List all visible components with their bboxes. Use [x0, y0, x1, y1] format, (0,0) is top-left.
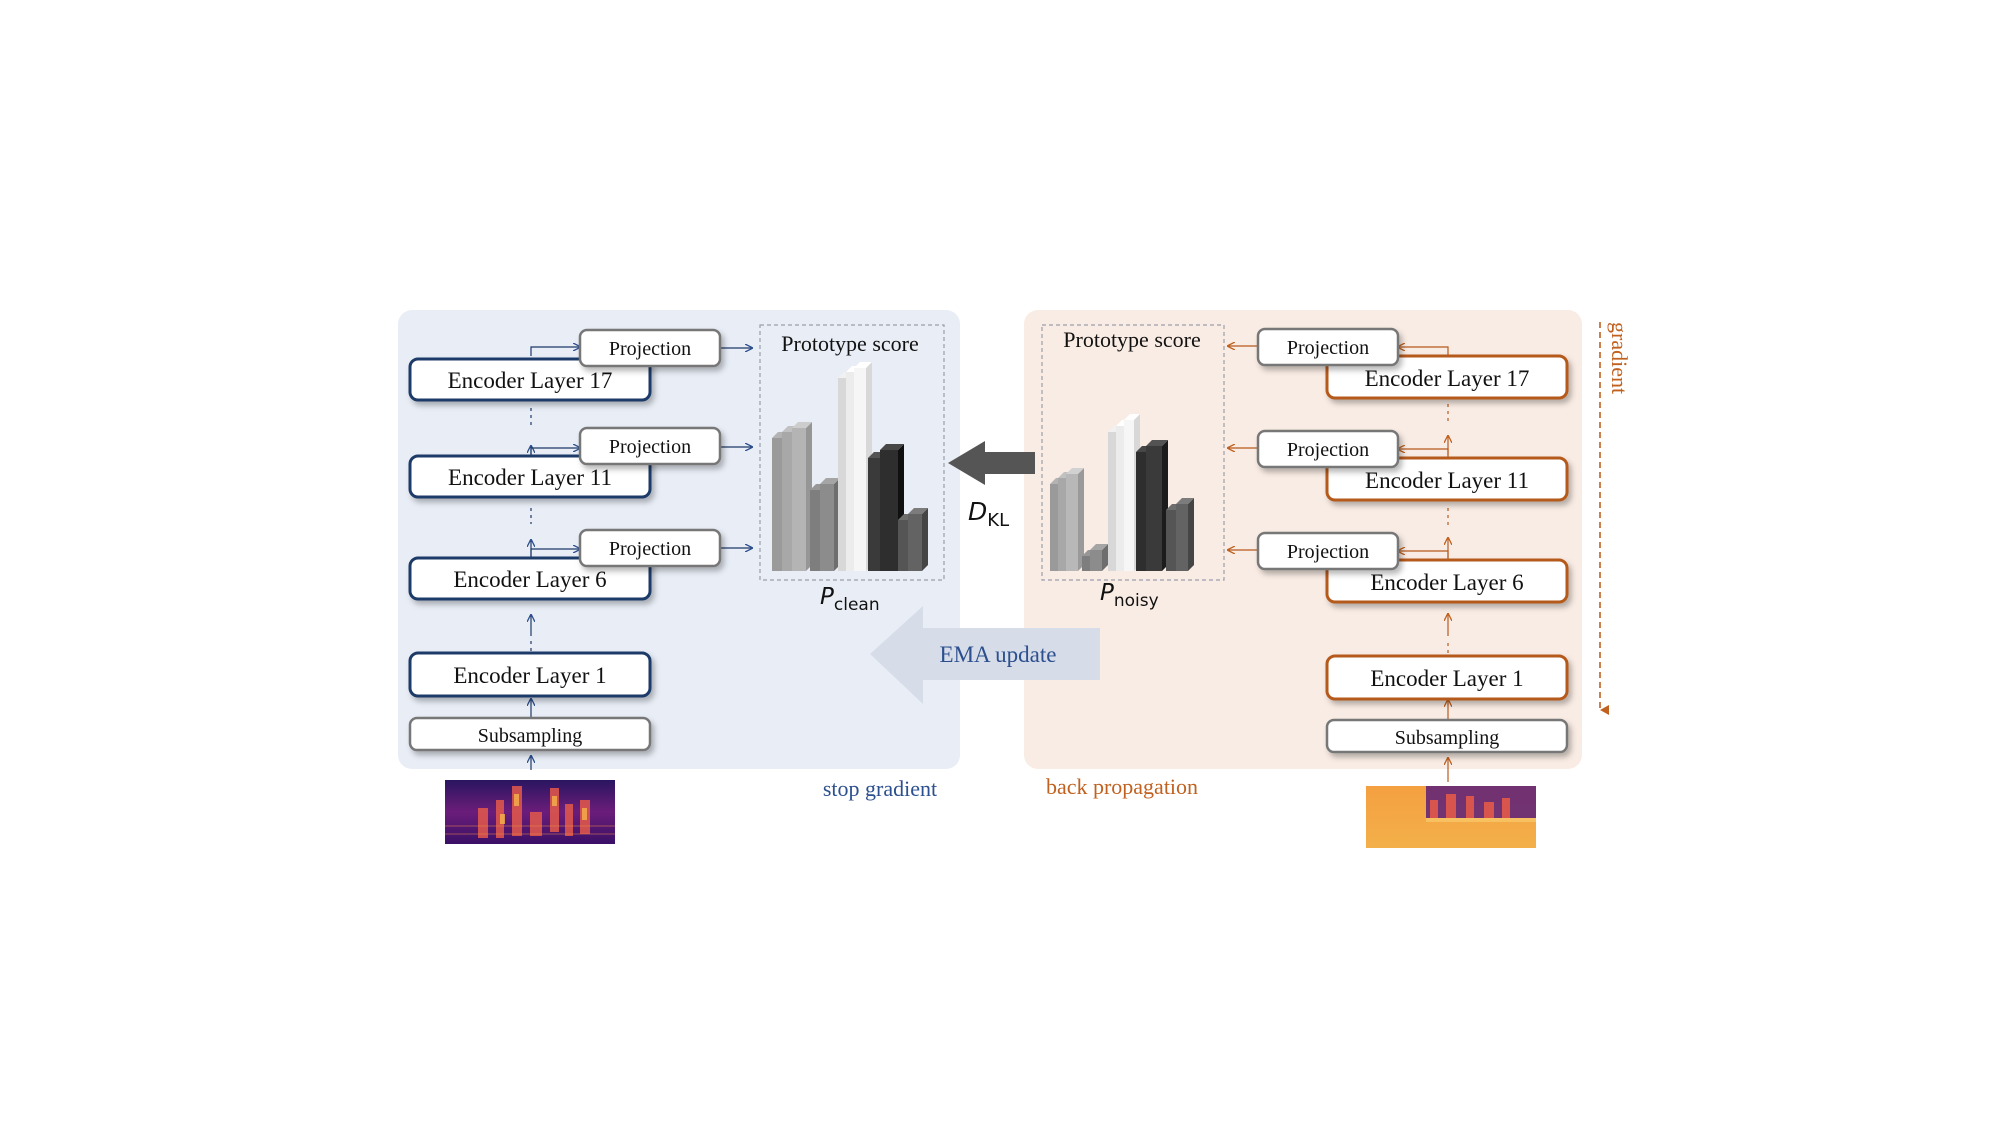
clean-bar-12 [908, 514, 922, 571]
noisy-projection-6: Projection [1256, 531, 1400, 571]
clean-bar-12-top [908, 508, 928, 514]
noisy-bar-12-side [1188, 498, 1194, 571]
noisy-bar-3-top [1066, 468, 1084, 474]
clean-bar-3 [792, 428, 806, 571]
clean-layer-6-label: Encoder Layer 6 [453, 567, 606, 592]
clean-subsampling: Subsampling [408, 716, 652, 752]
noisy-bar-10 [1146, 446, 1162, 571]
clean-subsampling-label: Subsampling [478, 725, 582, 747]
noisy-bar-12 [1176, 504, 1188, 571]
ema-update-label: EMA update [940, 642, 1057, 667]
noisy-prototype-bars [1050, 414, 1194, 571]
noisy-bar-5 [1090, 550, 1102, 571]
noisy-bar-8 [1124, 420, 1134, 571]
noisy-subsampling: Subsampling [1325, 718, 1569, 754]
noisy-encoder-layer-17: Encoder Layer 17 [1325, 354, 1569, 400]
noisy-bar-10-top [1146, 440, 1168, 446]
noisy-projection-17-label: Projection [1287, 337, 1369, 359]
gradient-label: gradient [1607, 322, 1632, 394]
clean-encoder-layer-6: Encoder Layer 6 [408, 556, 652, 601]
noisy-layer-6-label: Encoder Layer 6 [1370, 570, 1523, 595]
noisy-subsampling-label: Subsampling [1395, 727, 1499, 749]
clean-projection-6: Projection [578, 528, 722, 568]
clean-bar-8 [854, 368, 866, 571]
noisy-encoder-layer-6: Encoder Layer 6 [1325, 558, 1569, 604]
noisy-projection-11-label: Projection [1287, 439, 1369, 461]
stop-gradient-label: stop gradient [823, 776, 937, 801]
noisy-layer-17-label: Encoder Layer 17 [1365, 366, 1530, 391]
clean-encoder-layer-1: Encoder Layer 1 [408, 651, 652, 698]
clean-layer-11-label: Encoder Layer 11 [448, 465, 612, 490]
clean-prototype-bars [772, 362, 928, 571]
noisy-projection-11: Projection [1256, 429, 1400, 469]
clean-layer-17-label: Encoder Layer 17 [448, 368, 613, 393]
kl-divergence-label: DKL [968, 497, 1009, 531]
noisy-bar-5-side [1102, 544, 1108, 571]
clean-bar-8-top [854, 362, 872, 368]
clean-bar-10-top [880, 444, 904, 450]
noisy-layer-1-label: Encoder Layer 1 [1370, 666, 1523, 691]
back-propagation-label: back propagation [1046, 774, 1198, 799]
kl-arrow [948, 441, 1035, 485]
clean-encoder-layer-11: Encoder Layer 11 [408, 454, 652, 499]
clean-prototype-title: Prototype score [781, 331, 918, 356]
noisy-layer-11-label: Encoder Layer 11 [1365, 468, 1529, 493]
noisy-bar-5-top [1090, 544, 1108, 550]
noisy-projection-17: Projection [1256, 327, 1400, 367]
clean-projection-11: Projection [578, 426, 722, 466]
noisy-bar-8-top [1124, 414, 1140, 420]
clean-bar-5 [820, 484, 834, 571]
clean-projection-17-label: Projection [609, 338, 691, 360]
clean-encoder-layer-17: Encoder Layer 17 [408, 357, 652, 402]
clean-layer-1-label: Encoder Layer 1 [453, 663, 606, 688]
noisy-encoder-layer-11: Encoder Layer 11 [1325, 456, 1569, 502]
clean-projection-6-label: Projection [609, 538, 691, 560]
noisy-prototype-title: Prototype score [1063, 327, 1200, 352]
noisy-prototype-box [1041, 324, 1225, 581]
p-clean-label: Pclean [820, 584, 880, 615]
clean-projection-11-label: Projection [609, 436, 691, 458]
clean-bar-10 [880, 450, 898, 571]
noisy-spectrogram [1366, 786, 1536, 848]
p-noisy-label: Pnoisy [1100, 580, 1159, 611]
noisy-projection-6-label: Projection [1287, 541, 1369, 563]
clean-bar-12-side [922, 508, 928, 571]
clean-spectrogram [445, 780, 615, 844]
clean-prototype-box [759, 324, 945, 581]
noisy-encoder-layer-1: Encoder Layer 1 [1325, 654, 1569, 701]
noisy-bar-3 [1066, 474, 1078, 571]
clean-projection-17: Projection [578, 328, 722, 368]
noisy-bar-12-top [1176, 498, 1194, 504]
clean-bar-3-top [792, 422, 812, 428]
clean-bar-5-top [820, 478, 840, 484]
ema-update-arrow [870, 606, 1100, 704]
noisy-bar-3-side [1078, 468, 1084, 571]
